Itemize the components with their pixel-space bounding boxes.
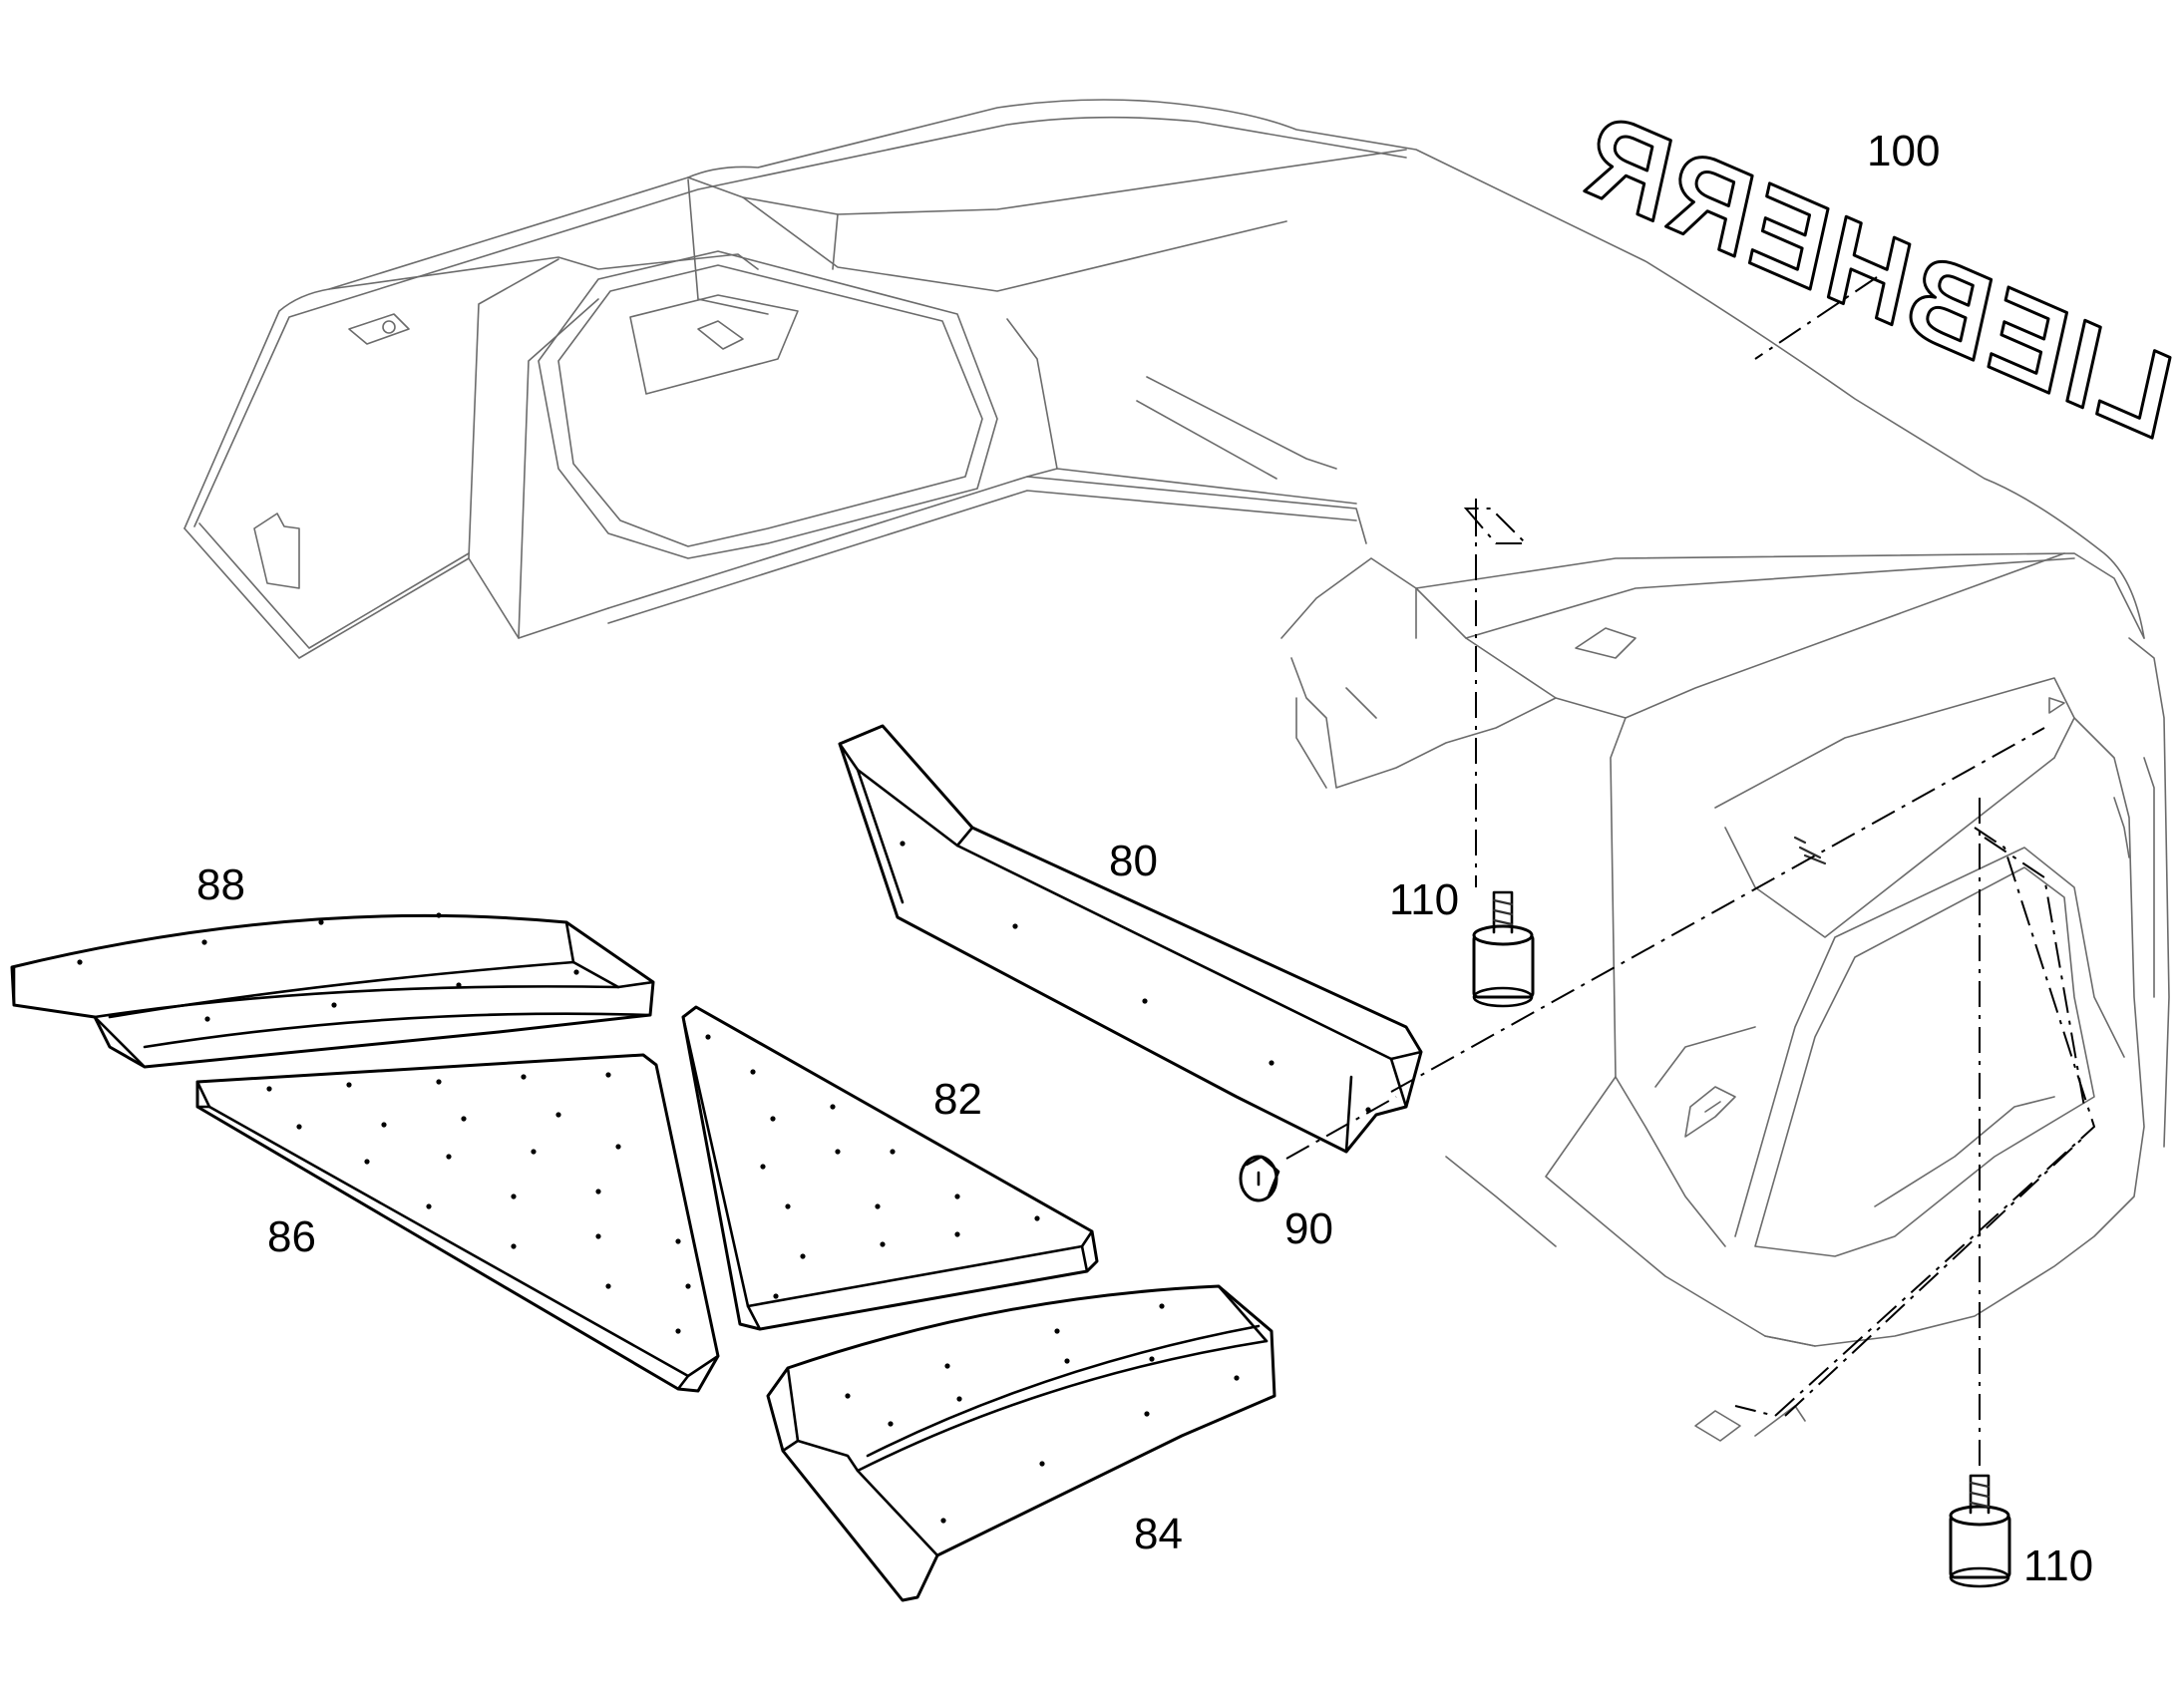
callout-86: 86: [267, 1212, 316, 1261]
part-90-push-clip: [1239, 1155, 1280, 1202]
part-80-foam-strip: [838, 724, 1423, 1154]
part-110-buffer-bottom: [1949, 1474, 2011, 1588]
cab-roof-housing: [183, 99, 2170, 1442]
part-86-foam-triangle: [195, 1053, 720, 1393]
part-84-foam-block: [766, 1284, 1276, 1602]
callout-110-top: 110: [1389, 875, 1459, 924]
callout-labels: 80 82 84 86 88 90 100 110 110: [196, 127, 2093, 1590]
part-82-foam-triangle: [681, 1005, 1099, 1331]
assembly-leader-lines: [1285, 276, 2096, 1466]
callout-82: 82: [933, 1075, 982, 1124]
callout-84: 84: [1134, 1510, 1183, 1558]
callout-80: 80: [1109, 837, 1158, 885]
callout-90: 90: [1284, 1204, 1333, 1253]
part-88-foam-block: [10, 912, 655, 1069]
callout-88: 88: [196, 860, 245, 909]
callout-100: 100: [1867, 127, 1940, 175]
callout-110-bottom: 110: [2023, 1541, 2093, 1590]
part-110-buffer-top: [1472, 890, 1535, 1008]
